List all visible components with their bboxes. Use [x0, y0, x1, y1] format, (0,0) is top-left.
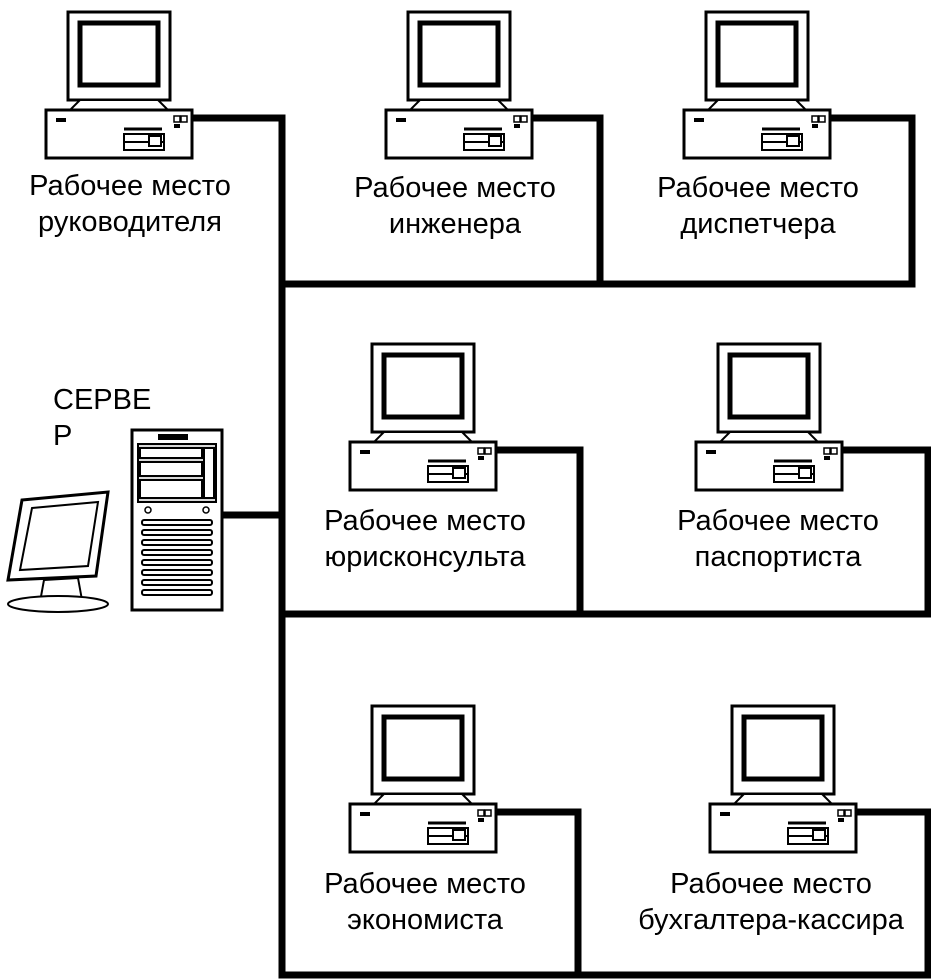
server-label-line1: СЕРВЕ [53, 384, 152, 416]
workstation-label-line2: паспортиста [694, 541, 862, 573]
server-monitor-icon [6, 490, 110, 613]
workstation-label-engineer: Рабочее место инженера [340, 170, 570, 242]
workstation-label-line1: Рабочее место [677, 505, 879, 537]
computer-icon-passport [696, 344, 842, 490]
network-cables [188, 114, 931, 979]
workstation-label-line1: Рабочее место [354, 172, 556, 204]
computer-icon-dispatcher [684, 12, 830, 158]
computer-icon-lawyer [350, 344, 496, 490]
server-label: СЕРВЕ Р [53, 382, 151, 454]
workstation-label-line1: Рабочее место [29, 170, 231, 202]
computer-icon-accountant [710, 706, 856, 852]
workstation-label-line2: инженера [388, 208, 522, 240]
workstation-label-accountant: Рабочее место бухгалтера-кассира [615, 866, 927, 938]
computer-icon-engineer [386, 12, 532, 158]
workstation-label-line2: руководителя [38, 206, 222, 238]
workstation-label-line2: диспетчера [680, 208, 836, 240]
server-label-line2: Р [53, 420, 73, 452]
computer-icon-manager [46, 12, 192, 158]
server-tower-icon [130, 428, 224, 612]
workstation-label-lawyer: Рабочее место юрисконсульта [300, 503, 550, 575]
workstation-label-line1: Рабочее место [670, 868, 872, 900]
computer-icon-economist [350, 706, 496, 852]
workstation-label-line1: Рабочее место [657, 172, 859, 204]
workstation-label-passport: Рабочее место паспортиста [660, 503, 896, 575]
workstation-label-line2: экономиста [347, 904, 503, 936]
workstation-label-line2: бухгалтера-кассира [638, 904, 904, 936]
workstation-label-line1: Рабочее место [324, 868, 526, 900]
workstation-label-line1: Рабочее место [324, 505, 526, 537]
workstation-label-dispatcher: Рабочее место диспетчера [643, 170, 873, 242]
workstation-label-manager: Рабочее место руководителя [15, 168, 245, 240]
workstation-label-line2: юрисконсульта [324, 541, 526, 573]
workstation-label-economist: Рабочее место экономиста [305, 866, 545, 938]
